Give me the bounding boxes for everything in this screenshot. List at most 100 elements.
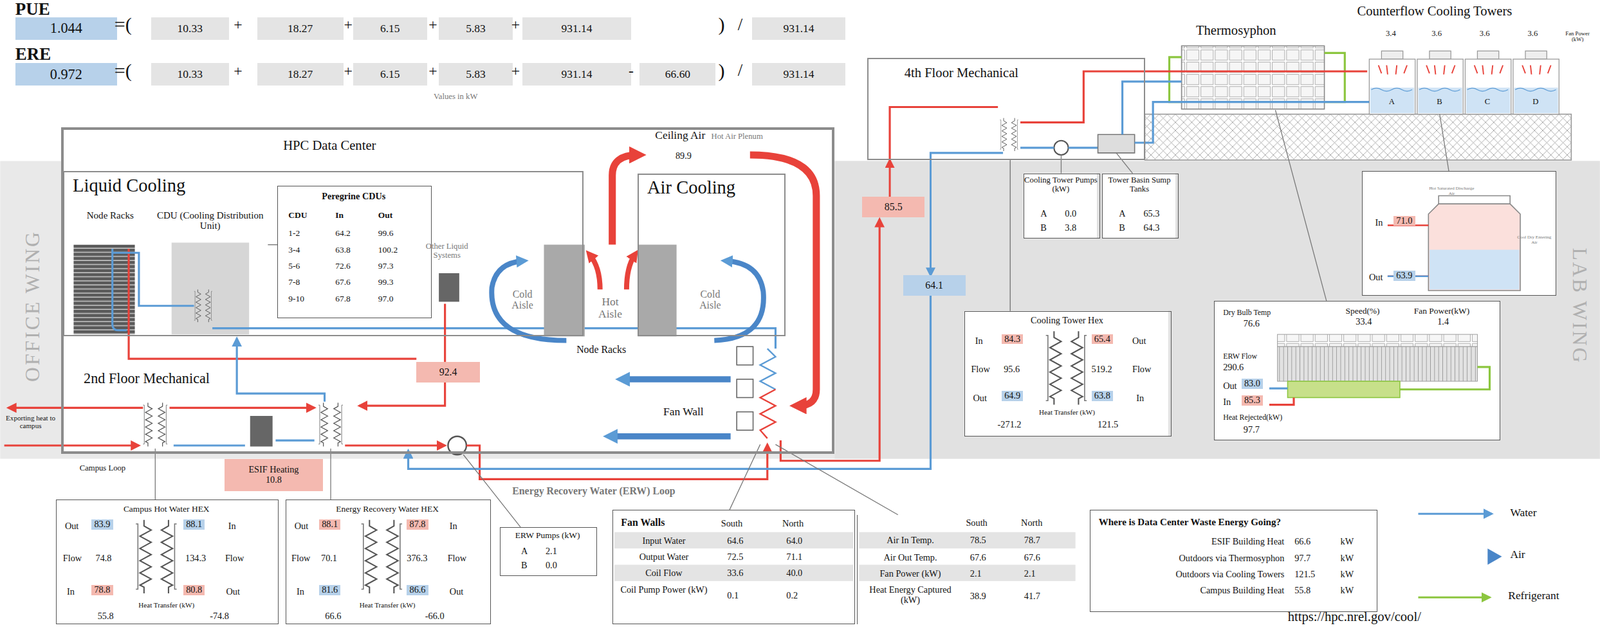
node-text: South <box>721 519 743 530</box>
node-text: 931.14 <box>782 22 814 35</box>
node-text: North <box>782 519 804 530</box>
node-text: 2.1 <box>970 569 982 580</box>
node-text: In <box>1374 218 1383 229</box>
node-box: 0.972 <box>15 63 118 86</box>
node-text: North <box>1020 518 1043 529</box>
node-text: 64.1 <box>925 279 944 291</box>
node-text: 40.0 <box>786 568 803 580</box>
node-text: Dry Bulb Temp <box>1222 308 1271 318</box>
node-text: Cooling Tower Pumps (kW) <box>1024 176 1098 195</box>
node-box: 18.27 <box>257 17 344 40</box>
node-box: 66.60 <box>639 63 716 86</box>
node-text: 3.8 <box>1064 223 1077 234</box>
label-text: / <box>737 15 744 35</box>
node-text: 87.8 <box>406 519 429 531</box>
node-text: 519.2 <box>1091 364 1113 376</box>
label-text: =( <box>114 14 132 36</box>
node-text: Fan Power(kW) <box>1414 306 1470 317</box>
node-text: 85.3 <box>1241 395 1264 406</box>
node-text: 100.2 <box>378 245 398 256</box>
node-box: Air Cooling <box>637 173 786 338</box>
node-text: 97.3 <box>378 261 394 272</box>
node-text: 99.3 <box>378 277 394 288</box>
label-text: + <box>233 16 242 33</box>
label-text: Node Racks <box>576 344 626 356</box>
node-text: 83.0 <box>1241 378 1264 390</box>
label-text: B <box>1436 97 1442 107</box>
node-text: Out <box>449 587 464 598</box>
connector <box>1010 160 1011 312</box>
node-text: 67.8 <box>335 294 351 305</box>
node-text: 78.7 <box>1024 535 1041 547</box>
node-box: ERW Pumps (kW)A2.1B0.0 <box>499 527 598 577</box>
node-box: Where is Data Center Waste Energy Going?… <box>1089 510 1378 613</box>
node-text: -74.8 <box>209 611 230 623</box>
node-text: A <box>1040 209 1047 220</box>
node-text: 0.972 <box>50 66 83 83</box>
node-box: Peregrine CDUsCDUInOut1-264.299.63-463.8… <box>277 185 432 319</box>
node-text: 72.5 <box>726 552 744 563</box>
node-text: 66.60 <box>665 68 691 81</box>
node-text: 78.8 <box>91 585 114 596</box>
node-text: 99.6 <box>378 229 394 239</box>
label-text: =( <box>114 60 132 82</box>
label-text: + <box>511 62 520 80</box>
connector <box>889 160 892 197</box>
node-text: 33.4 <box>1355 317 1372 328</box>
node-box: 92.4 <box>416 362 480 383</box>
node-text: 97.7 <box>1243 425 1260 436</box>
label-text: + <box>428 62 437 80</box>
node-text: Output Water <box>616 552 711 563</box>
node-text: 33.6 <box>726 568 744 580</box>
node-text: -271.2 <box>997 420 1022 431</box>
node-text: 86.6 <box>406 585 429 596</box>
node-box: Fan WallsSouthNorthInput Water64.664.0Ou… <box>612 510 856 625</box>
node-text: Air In Temp. <box>862 535 960 547</box>
node-text: B <box>521 560 528 572</box>
node-text: 64.2 <box>335 229 351 239</box>
node-text: 97.7 <box>1294 553 1311 565</box>
label-text: - <box>628 62 634 80</box>
node-text: 10.8 <box>265 475 282 486</box>
node-box: 931.14 <box>522 17 632 40</box>
node-text: Campus Building Heat <box>1090 586 1285 597</box>
node-box: Tower Basin Sump TanksA65.3B64.3 <box>1102 173 1179 240</box>
node-text: Out <box>378 211 393 221</box>
node-box: 85.5 <box>862 196 925 218</box>
node-box: 931.14 <box>752 17 846 40</box>
node-text: 95.6 <box>1003 364 1020 376</box>
label-text: Fan Power (kW) <box>1560 30 1595 44</box>
node-text: Out <box>1222 381 1237 392</box>
node-text: In <box>449 521 458 533</box>
node-text: 41.7 <box>1024 591 1041 603</box>
node-box: 6.15 <box>353 17 428 40</box>
node-text: Air Cooling <box>647 177 736 198</box>
node-text: In <box>228 521 237 533</box>
node-text: Fan Power (kW) <box>862 569 960 580</box>
label-text: Values in kW <box>433 92 478 102</box>
node-text: 0.1 <box>726 591 739 602</box>
label-text: A <box>1388 97 1395 107</box>
node-text: Flow <box>291 553 311 565</box>
node-text: 931.14 <box>782 68 814 81</box>
node-text: 92.4 <box>439 366 458 378</box>
label-text: + <box>233 62 242 80</box>
node-text: 67.6 <box>335 277 351 288</box>
node-text: 64.6 <box>726 536 744 547</box>
node-box: 1.044 <box>15 17 118 40</box>
node-text: 38.9 <box>970 591 987 603</box>
node-text: 121.5 <box>1294 570 1315 581</box>
label-text: Counterflow Cooling Towers <box>1357 3 1513 19</box>
node-text: 67.6 <box>1024 553 1041 564</box>
node-box: 64.1 <box>903 275 966 296</box>
node-text: 66.6 <box>1294 537 1311 548</box>
node-text: 18.27 <box>287 68 313 81</box>
node-text: Cooling Tower Hex <box>965 315 1169 327</box>
node-text: In <box>296 587 305 598</box>
node-text: Energy Recovery Water HEX <box>286 505 489 515</box>
node-box: 10.33 <box>151 17 230 40</box>
node-text: Out <box>226 587 240 598</box>
node-text: 70.1 <box>321 553 338 565</box>
label-text: https://hpc.nrel.gov/cool/ <box>1287 609 1422 625</box>
node-text: CDU <box>288 211 307 221</box>
